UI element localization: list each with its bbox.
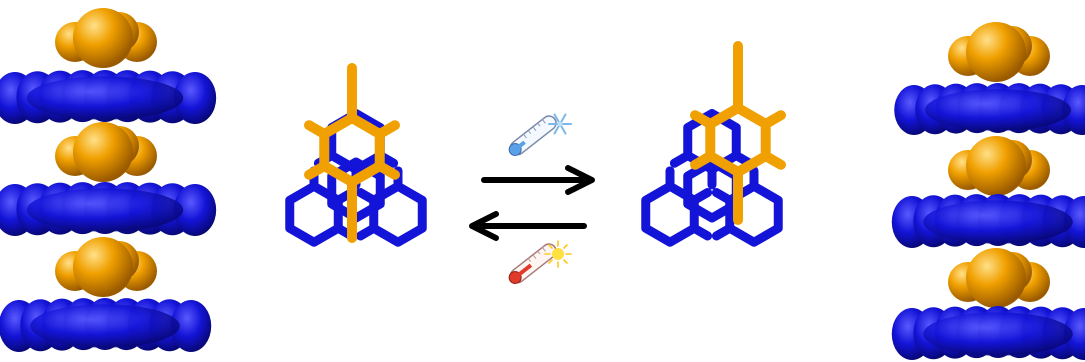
right-stick-model [641,41,786,247]
orange-sphere-cluster [55,122,157,182]
equilibrium-arrows [469,165,595,241]
left-stick-model [285,63,427,247]
orange-sphere-cluster [948,136,1050,196]
blue-disc-layer [891,306,1085,360]
left-space-filling-stack [0,8,217,352]
orange-sphere-cluster [55,237,157,297]
sun-icon [544,240,572,268]
orange-sphere-cluster [55,8,157,68]
right-space-filling-stack [891,22,1085,360]
orange-molecule-right [690,41,786,225]
orange-molecule-left [304,63,400,243]
thermometer-snowflake-icon [508,115,557,157]
blue-disc-layer [0,182,217,236]
forward-arrow [481,165,595,195]
blue-disc-layer [891,194,1085,248]
snowflake-icon [548,113,572,135]
blue-disc-layer [894,83,1085,135]
blue-disc-layer [0,70,217,124]
blue-disc-layer [0,298,212,352]
orange-sphere-cluster [948,22,1050,82]
reverse-arrow [469,211,587,241]
orange-sphere-cluster [948,248,1050,308]
